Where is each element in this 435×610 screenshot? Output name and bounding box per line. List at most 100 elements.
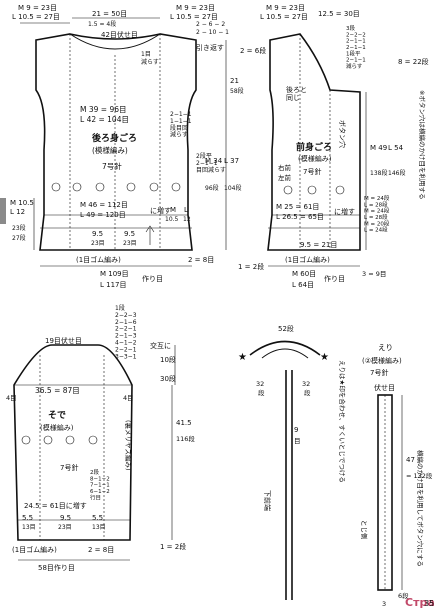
sleeve-title: そで: [48, 410, 66, 421]
back-hem-h: 2 = 8目: [188, 256, 214, 264]
band-side: 3: [382, 600, 386, 608]
back-bottom-m: M 109目: [100, 270, 129, 278]
shoulder-note: 引き返す: [196, 43, 224, 52]
band-close: とじ側: [360, 520, 368, 540]
band-pattern: (②模様編み): [362, 356, 402, 365]
front-h-m: M 49: [370, 144, 387, 152]
back-cast-on: 作り目: [142, 274, 163, 283]
collar-diagram: 52段 ★ ★ 32 段 32 段 9 目 下前端 えりは★印を合わせ、すくいと…: [238, 324, 347, 600]
sleeve-width: 36.5 = 87目: [35, 386, 80, 395]
back-bottom-l: L 117目: [100, 281, 127, 289]
back-rise: 2 = 6段: [240, 46, 266, 55]
shoulder-center-dims: M 9 = 23目 L 10.5 = 27目 2 − 6 − 2 2 − 10 …: [170, 4, 266, 250]
body-h-l2: 104段: [224, 184, 241, 192]
sleeve-bind-note: 交互に: [150, 341, 171, 350]
sleeve-cap-side2: 4目: [123, 394, 134, 402]
back-side-labels: M 10.5 L 12 23段 27段: [0, 198, 35, 250]
front-inc-m: M 25 = 61目: [276, 203, 319, 211]
front-top-m: M 9 = 23目: [266, 4, 305, 12]
pattern-symbols-back: [51, 182, 181, 192]
back-top-center: 21 = 50目: [92, 10, 127, 18]
front-needle: 7号針: [303, 167, 321, 176]
star-left: ★: [238, 352, 247, 363]
band-h: 47: [406, 456, 415, 464]
band-note: 横縞のかけ目を利用してボタン穴にする: [416, 450, 425, 567]
star-right: ★: [320, 352, 329, 363]
back-h-m: M: [170, 206, 176, 214]
back-neck-dec: 1目: [141, 51, 151, 58]
watermark: Страна Мам: [405, 596, 435, 609]
collar-left2: 段: [258, 388, 265, 397]
sleeve-hem-m: 9.5: [60, 514, 71, 522]
back-top-m: M 9 = 23目: [18, 4, 57, 12]
back-needle: 7号針: [102, 161, 122, 171]
back-body-piece: M 9 = 23目 L 10.5 = 27目 21 = 50目 42目伏せ目 1…: [12, 4, 226, 289]
sleeve-rib: (1目ゴム編み): [12, 545, 57, 554]
back-bind-off: 42目伏せ目: [101, 30, 138, 39]
front-inc-note: に増す: [334, 207, 355, 216]
shoulder-steps2: 2 − 10 − 1: [196, 29, 229, 36]
body-h-m2: 96段: [205, 184, 219, 192]
band-needle: 7号針: [370, 368, 388, 377]
front-hem-r: 9.5 = 21目: [300, 241, 337, 249]
shoulder-steps: 2 − 6 − 2: [196, 21, 225, 28]
front-outline: [267, 33, 361, 251]
shoulder-l: L 10.5 = 27目: [170, 13, 218, 21]
sleeve-total-h2: 116段: [176, 434, 195, 443]
front-title: 前身ごろ: [296, 141, 332, 153]
shoulder-m: M 9 = 23目: [176, 4, 215, 12]
collar-width: 52段: [278, 324, 294, 333]
sleeve-hem-l: 5.5: [22, 514, 33, 522]
sleeve-bind-off: 19目伏せ目: [45, 336, 82, 345]
center-h: 21: [230, 77, 239, 85]
body-h-m: M 34: [205, 157, 223, 165]
front-left: 左前: [278, 173, 292, 182]
front-h-l2: 146段: [388, 169, 405, 177]
back-rib: (1目ゴム編み): [76, 255, 121, 264]
collar-outline: [249, 340, 321, 356]
collar-right: 32: [302, 380, 310, 388]
front-cast-on: 作り目: [324, 274, 345, 283]
front-h-l: L 54: [388, 144, 404, 152]
sleeve-total-h: 41.5: [176, 419, 192, 427]
back-width-l: L 42 = 104目: [80, 115, 129, 124]
front-same-back: 後ろと同じ: [286, 85, 307, 102]
back-hem-left2: 23目: [91, 240, 105, 247]
front-buttonhole: ボタン穴: [338, 120, 347, 148]
front-h-m2: 138段: [370, 169, 387, 177]
side-l: L 12: [10, 208, 25, 216]
front-bottom-m: M 60目: [292, 270, 316, 278]
back-hem-right: 9.5: [124, 230, 135, 238]
sleeve-hem-m2: 23目: [58, 524, 72, 531]
collar-right2: 段: [304, 388, 311, 397]
body-h-l: L 37: [224, 157, 239, 165]
collar-mid: 9: [294, 426, 298, 434]
front-right-side: 3 = 9目: [362, 270, 386, 278]
band-bind: 伏せ目: [374, 383, 395, 392]
side-m: M 10.5: [10, 199, 34, 207]
front-inc-l: L 26.5 = 65目: [276, 213, 324, 221]
back-inc-l: L 49 = 120目: [80, 211, 126, 219]
back-subtitle: (模様編み): [92, 145, 128, 155]
back-hem-right2: 23目: [123, 240, 137, 247]
sleeve-hem-l2: 13目: [22, 524, 36, 531]
front-subtitle: (模様編み): [298, 154, 332, 163]
sleeve-rib-h: 2 = 8目: [88, 546, 114, 554]
collar-note: えりは★印を合わせ、すくいとじでつける: [338, 360, 347, 483]
sleeve-subtitle: (模様編み): [40, 423, 74, 432]
sleeve-cast-on: 58目作り目: [38, 563, 75, 572]
back-title: 後ろ身ごろ: [92, 132, 137, 144]
front-rib-h: 1 = 2段: [238, 262, 264, 271]
side-l2: 27段: [12, 234, 26, 242]
sleeve-rib-rows: 1 = 2段: [160, 542, 186, 551]
collar-left: 32: [256, 380, 264, 388]
back-width-m: M 39 = 96目: [80, 105, 127, 114]
sleeve-cap-rows2: 30段: [160, 374, 176, 383]
